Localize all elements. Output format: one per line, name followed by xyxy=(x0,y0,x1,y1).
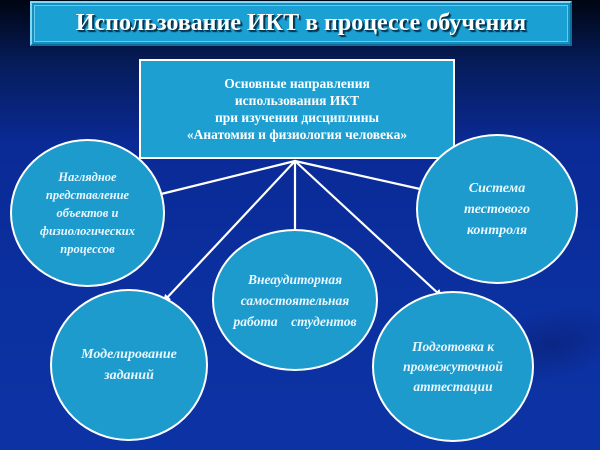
node-text-line: контроля xyxy=(466,222,528,238)
node-text-line: Система xyxy=(468,180,526,196)
arrow-to-test-control xyxy=(293,159,431,194)
central-topic-line: использования ИКТ xyxy=(234,93,360,108)
node-text-line: промежуточной xyxy=(403,358,503,374)
central-topic-box: Основные направления использования ИКТ п… xyxy=(139,59,455,159)
node-text-line: процессов xyxy=(60,242,115,256)
arrow-to-visual-representation xyxy=(151,159,297,199)
node-text-line: аттестации xyxy=(413,378,493,394)
slide-title: Использование ИКТ в процессе обучения xyxy=(75,10,527,36)
node-visual-representation: Наглядное представление объектов и физио… xyxy=(10,139,165,287)
node-text-line: работа студентов xyxy=(233,313,357,329)
node-text-line: физиологических xyxy=(40,224,135,238)
node-text-line: Внеаудиторная xyxy=(247,271,343,287)
central-topic-line: Основные направления xyxy=(224,76,370,91)
node-text-line: самостоятельная xyxy=(240,292,350,308)
node-text-line: Подготовка к xyxy=(411,338,495,354)
central-topic-line: «Анатомия и физиология человека» xyxy=(186,127,408,142)
node-text-line: представление xyxy=(45,188,130,202)
title-banner: Использование ИКТ в процессе обучения xyxy=(30,1,572,46)
node-text-line: тестового xyxy=(464,201,530,217)
node-independent-work: Внеаудиторная самостоятельная работа сту… xyxy=(212,229,378,371)
node-text-line: объектов и xyxy=(56,206,119,220)
central-topic-line: при изучении дисциплины xyxy=(214,110,380,125)
node-text-line: Моделирование xyxy=(81,347,177,362)
node-text-line: Наглядное xyxy=(58,170,117,184)
node-intermediate-certification: Подготовка к промежуточной аттестации xyxy=(372,291,534,442)
node-text-line: заданий xyxy=(104,368,154,383)
node-test-control: Система тестового контроля xyxy=(416,134,578,284)
node-task-modeling: Моделирование заданий xyxy=(50,289,208,441)
